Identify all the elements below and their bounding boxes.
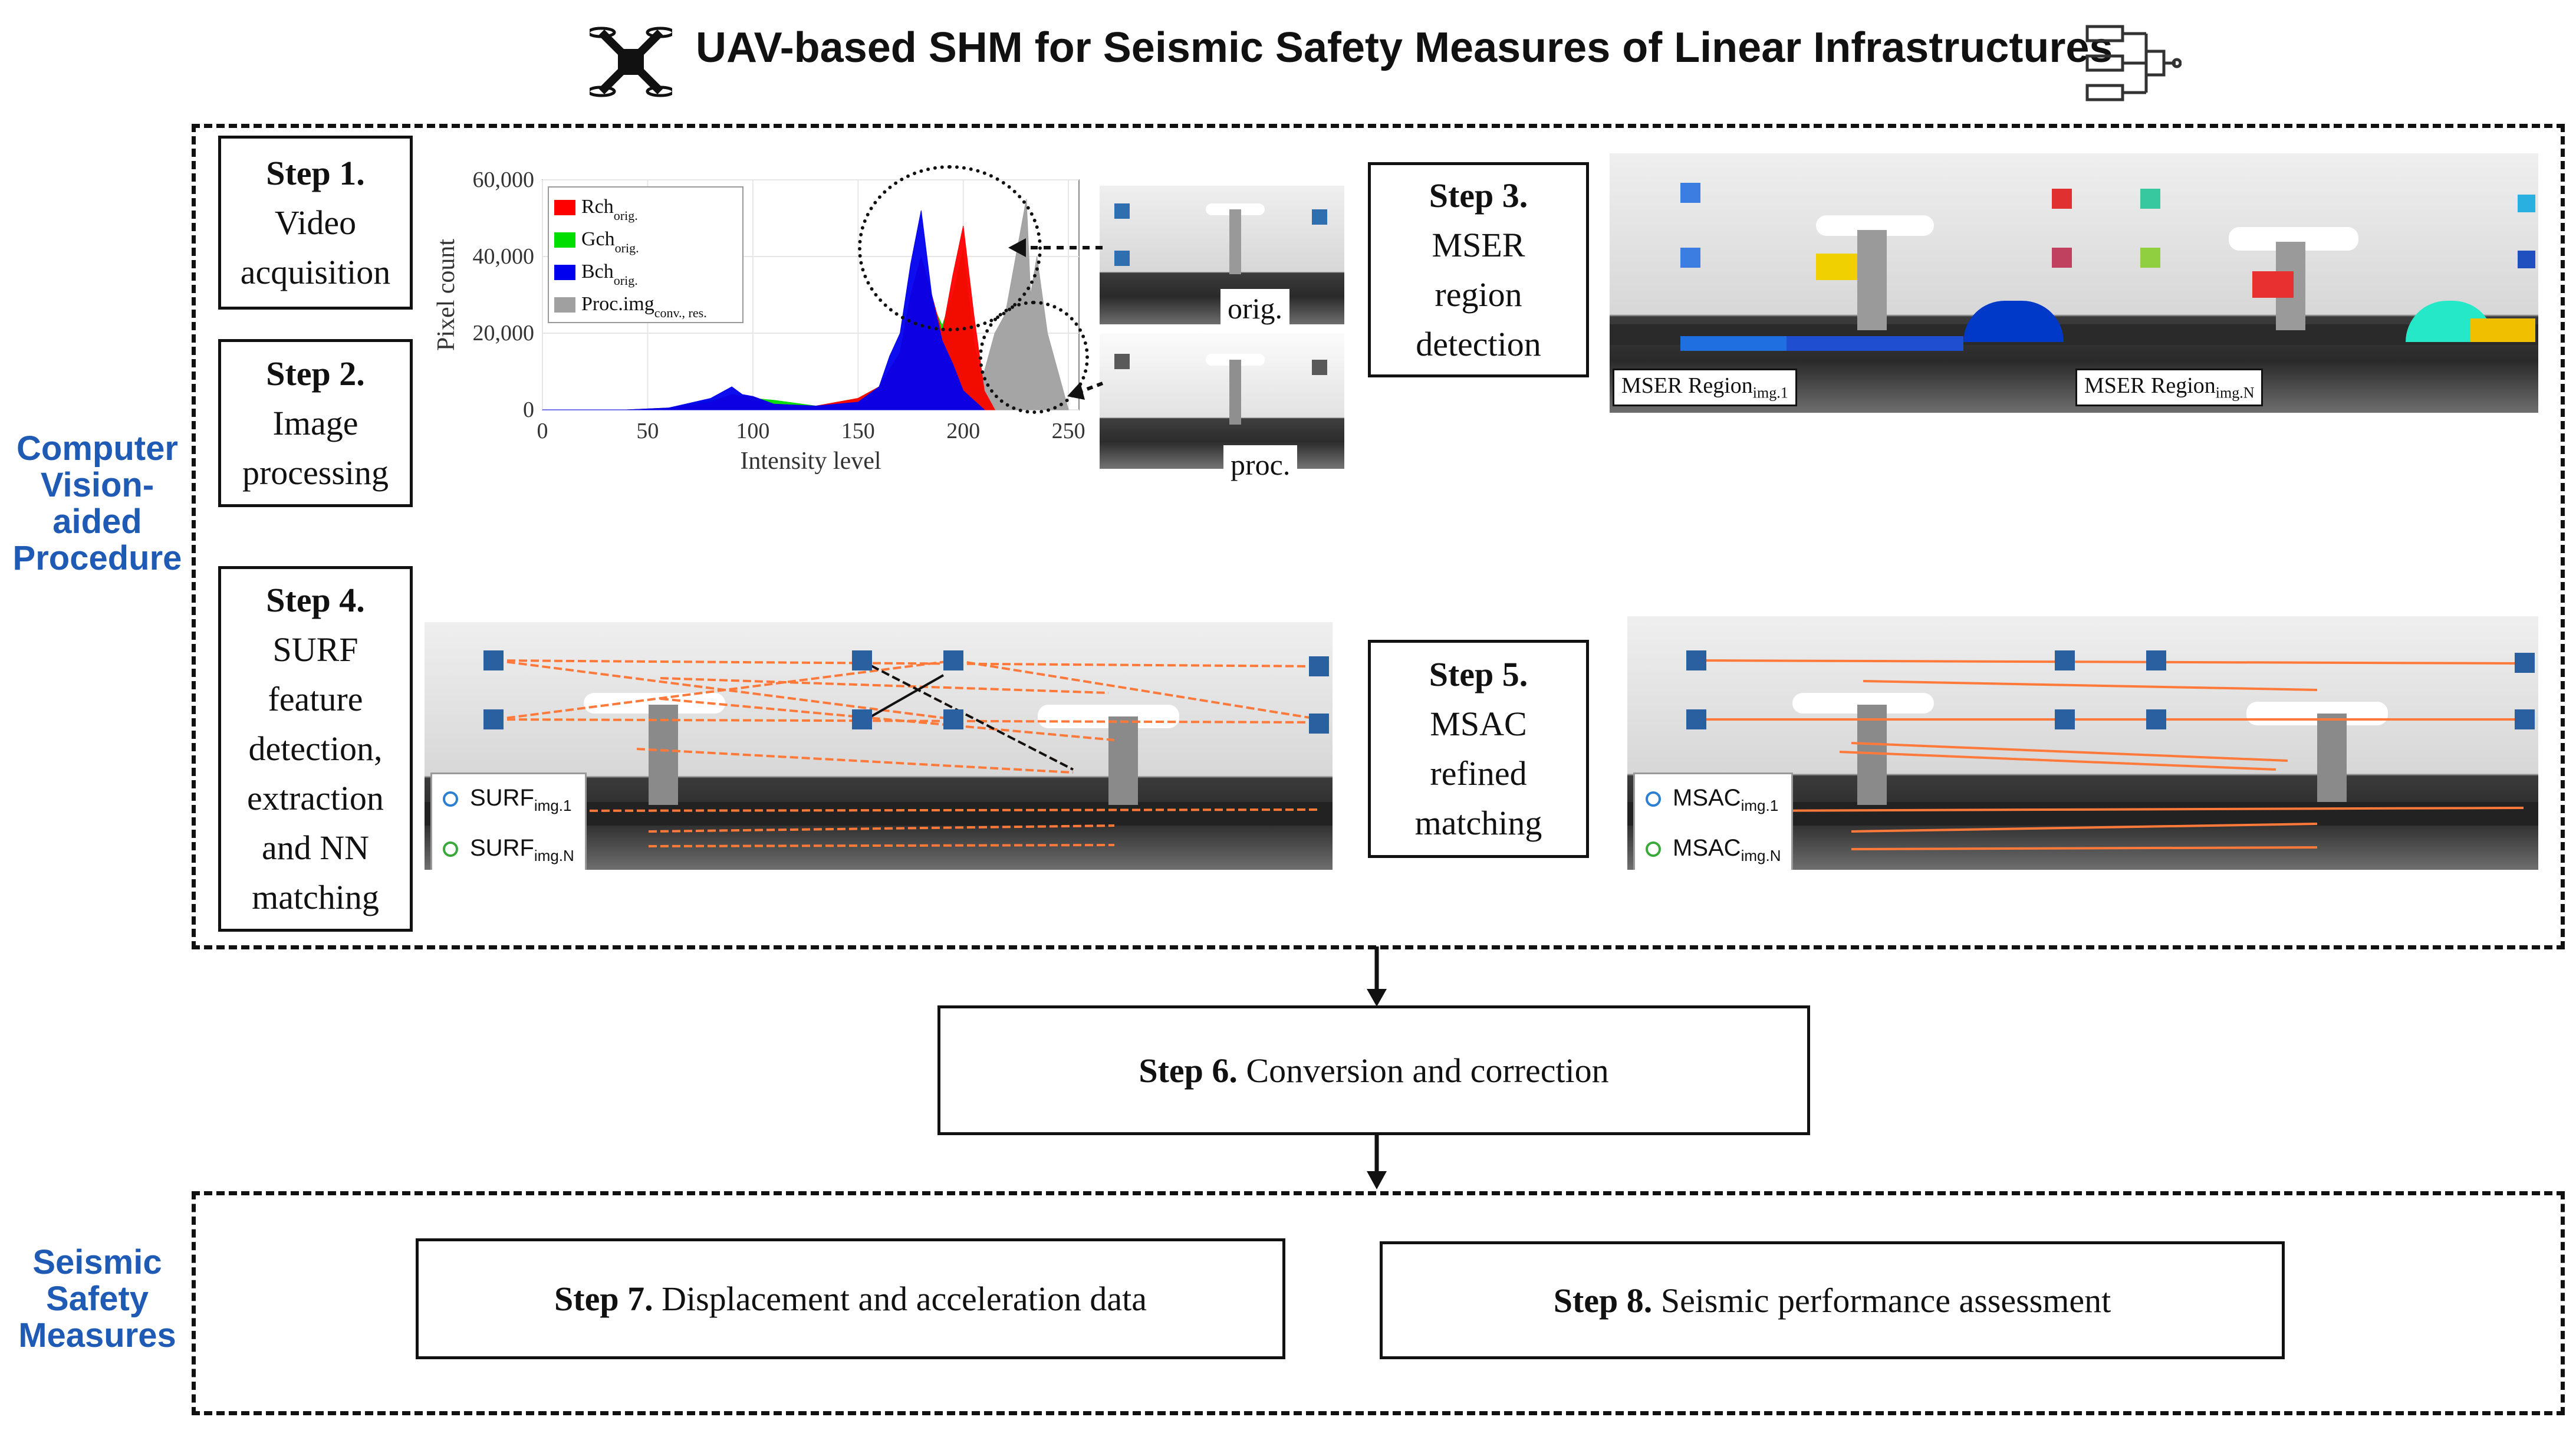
section-label-seismic: Seismic Safety Measures [18,1243,176,1355]
seismic-measures-container [192,1191,2565,1415]
circle-marker-icon [1646,791,1661,807]
focus-circle-original [858,165,1042,331]
x-tick-label: 50 [636,419,659,443]
x-axis-label: Intensity level [740,448,881,475]
msac-legend-img1: MSACimg.1 [1646,777,1781,827]
step-4-number: Step 4. [266,581,365,619]
step-5-text: MSAC refined matching [1414,705,1542,842]
step-5-number: Step 5. [1429,655,1528,693]
step-1-number: Step 1. [266,153,365,192]
step-2-box: Step 2. Image processing [218,339,413,507]
y-tick-label: 0 [523,397,534,422]
legend-swatch [554,200,575,215]
step-4-text: SURF feature detection, extraction and N… [247,630,384,916]
surf-legend-img1: SURFimg.1 [443,777,574,827]
step-6-box: Step 6. Conversion and correction [937,1005,1810,1135]
step-5-box: Step 5. MSAC refined matching [1368,640,1589,858]
msac-legend-imgN: MSACimg.N [1646,827,1781,870]
mser-label-imgN: MSER Regionimg.N [2075,369,2264,406]
x-tick-label: 150 [841,419,875,443]
step-8-box: Step 8. Seismic performance assessment [1380,1241,2285,1359]
x-tick-label: 0 [537,419,548,443]
proc-label: proc. [1223,445,1298,484]
step-6-text: Conversion and correction [1246,1051,1609,1090]
step-8-text: Seismic performance assessment [1660,1281,2111,1320]
step-3-text: MSER region detection [1416,225,1541,363]
msac-matching-image: MSACimg.1 MSACimg.N [1627,616,2538,870]
focus-circle-processed [979,301,1089,414]
circle-marker-icon [443,841,458,857]
step-7-box: Step 7. Displacement and acceleration da… [416,1238,1285,1359]
chart-legend [548,186,743,323]
msac-legend: MSACimg.1 MSACimg.N [1633,772,1794,870]
step-1-text: Video acquisition [240,203,391,291]
section-label-computer-vision: Computer Vision-aided Procedure [12,429,182,577]
step-7-text: Displacement and acceleration data [662,1280,1147,1318]
step-4-box: Step 4. SURF feature detection, extracti… [218,566,413,932]
bridge-icon [2081,15,2182,115]
y-tick-label: 40,000 [473,244,535,269]
series-area-bch [542,210,985,410]
legend-swatch [554,265,575,280]
step-3-number: Step 3. [1429,176,1528,215]
step-2-number: Step 2. [266,354,365,393]
legend-swatch [554,297,575,313]
legend-swatch [554,232,575,248]
circle-marker-icon [1646,841,1661,857]
dotted-arrows [1008,238,1104,400]
step-6-number: Step 6. [1139,1051,1238,1090]
mser-label-img1: MSER Regionimg.1 [1613,369,1797,406]
surf-legend-imgN: SURFimg.N [443,827,574,870]
arrow-down-1 [1367,946,1387,1007]
orig-label: orig. [1220,289,1290,328]
x-tick-label: 250 [1052,419,1085,443]
x-tick-label: 200 [946,419,980,443]
y-axis-label: Pixel count [436,239,460,351]
step-1-box: Step 1. Video acquisition [218,136,413,310]
surf-legend: SURFimg.1 SURFimg.N [430,772,587,870]
y-tick-label: 20,000 [473,321,535,346]
drone-icon [587,21,675,103]
mser-region-image [1610,153,2538,413]
page-title: UAV-based SHM for Seismic Safety Measure… [696,24,2113,71]
step-3-box: Step 3. MSER region detection [1368,162,1589,377]
step-8-number: Step 8. [1553,1281,1653,1320]
processed-image-thumbnail [1100,333,1344,469]
circle-marker-icon [443,791,458,807]
y-tick-label: 60,000 [473,167,535,192]
step-2-text: Image processing [242,403,389,492]
step-7-number: Step 7. [554,1280,653,1318]
x-tick-label: 100 [736,419,769,443]
surf-matching-image: SURFimg.1 SURFimg.N [425,622,1333,870]
arrow-down-2 [1367,1132,1387,1189]
